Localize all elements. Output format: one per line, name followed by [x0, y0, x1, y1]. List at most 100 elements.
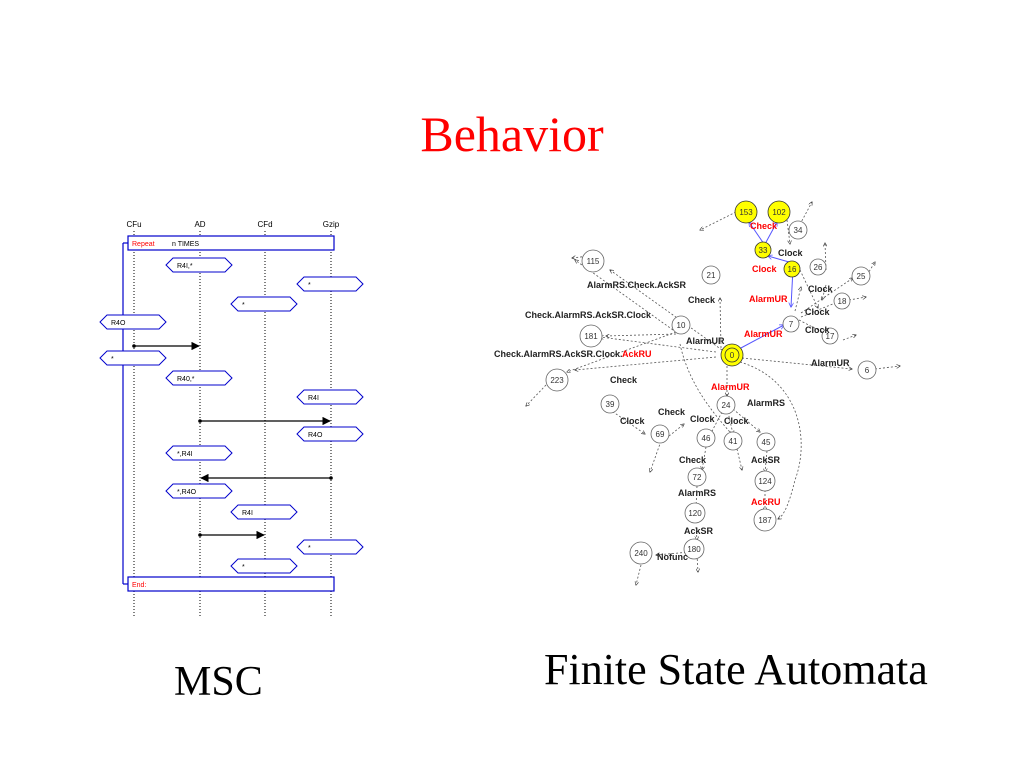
fsa-edge-label: Check [679, 455, 707, 465]
msc-condition [296, 276, 364, 292]
fsa-node-16 [783, 260, 801, 278]
msc-message-start [198, 533, 202, 537]
msc-condition [165, 370, 233, 386]
msc-instance-cfd: CFd [257, 220, 272, 229]
fsa-node-label: 223 [550, 376, 564, 385]
fsa-edge-label-red: AckRU [751, 497, 781, 507]
fsa-node-label: 41 [729, 437, 738, 446]
fsa-edge-label: Check [688, 295, 716, 305]
fsa-edge-label: Clock [620, 416, 646, 426]
msc-condition-label: *,R4I [177, 451, 193, 458]
fsa-caption: Finite State Automata [544, 645, 928, 694]
fsa-edges [526, 202, 900, 585]
fsa-node-46 [696, 428, 716, 448]
msc-message-start [329, 476, 333, 480]
fsa-node-label: 102 [772, 208, 786, 217]
fsa-node-label: 120 [688, 509, 702, 518]
fsa-edge-label: AlarmRS [747, 398, 785, 408]
fsa-node-34 [788, 220, 808, 240]
fsa-node-label: 240 [634, 549, 648, 558]
fsa-node-label: 72 [693, 473, 702, 482]
msc-message-start [198, 419, 202, 423]
fsa-node-0 [720, 343, 744, 367]
fsa-node-label: 45 [762, 438, 771, 447]
msc-instance-cfu: CFu [126, 220, 141, 229]
fsa-node-39 [600, 394, 620, 414]
msc-condition-label: *,R4O [177, 489, 197, 496]
fsa-node-6 [857, 360, 877, 380]
fsa-node-24 [716, 395, 736, 415]
fsa-node-25 [851, 266, 871, 286]
msc-message-start [132, 344, 136, 348]
fsa-edge-label-red: Clock [752, 264, 778, 274]
fsa-edge-label-red: AlarmUR [749, 294, 788, 304]
fsa-node-label: 16 [788, 265, 797, 274]
fsa-edge-label: Clock [724, 416, 750, 426]
fsa-node-label: 153 [739, 208, 753, 217]
fsa-node-124 [754, 470, 776, 492]
fsa-edge-label-red: Check [750, 221, 778, 231]
fsa-node-label: 180 [687, 545, 701, 554]
fsa-edge-label: Check [610, 375, 638, 385]
fsa-node-label: 24 [722, 401, 731, 410]
fsa-node-72 [687, 467, 707, 487]
fsa-node-label: 18 [838, 297, 847, 306]
fsa-node-223 [545, 368, 569, 392]
msc-condition [165, 257, 233, 273]
fsa-edge-label: AlarmRS.Check.AckSR [587, 280, 687, 290]
msc-end-keyword: End: [132, 582, 146, 589]
fsa-node-41 [723, 431, 743, 451]
fsa-node-17 [821, 327, 839, 345]
msc-condition [165, 483, 233, 499]
fsa-edge-label-red: AlarmUR [744, 329, 783, 339]
fsa-node-0-inner [724, 347, 740, 363]
fsa-node-187 [753, 508, 777, 532]
msc-condition [230, 558, 298, 574]
msc-condition-label: R4O [111, 320, 126, 327]
msc-caption: MSC [174, 659, 263, 705]
fsa-node-21 [701, 265, 721, 285]
msc-diagram: CFu AD CFd Gzip Repeat n TIMES End: [99, 220, 364, 618]
msc-condition [230, 504, 298, 520]
fsa-node-45 [756, 432, 776, 452]
msc-repeat-condition: n TIMES [172, 241, 199, 248]
fsa-edge-label: Clock [805, 325, 831, 335]
fsa-node-label: 39 [606, 400, 615, 409]
msc-condition-label: * [308, 282, 311, 289]
msc-condition-label: R4I,* [177, 263, 193, 270]
fsa-node-102 [767, 200, 791, 224]
msc-instance-gzip: Gzip [323, 220, 340, 229]
fsa-node-label: 124 [758, 477, 772, 486]
fsa-node-label: 0 [730, 351, 735, 360]
msc-condition-label: * [242, 302, 245, 309]
msc-condition-label: * [111, 356, 114, 363]
slide-title: Behavior [420, 106, 604, 162]
fsa-edge-label-red: AckRU [622, 349, 652, 359]
msc-condition [99, 314, 167, 330]
fsa-node-18 [833, 292, 851, 310]
fsa-edge-label: AlarmUR [686, 336, 725, 346]
fsa-node-153 [734, 200, 758, 224]
msc-condition [165, 445, 233, 461]
fsa-edge-label: Check.AlarmRS.AckSR.Clock [525, 310, 652, 320]
msc-repeat-frame [122, 235, 335, 592]
fsa-edge-label: AckSR [751, 455, 781, 465]
fsa-node-label: 46 [702, 434, 711, 443]
fsa-node-7 [782, 315, 800, 333]
msc-condition-label: R4I [308, 395, 319, 402]
fsa-node-label: 33 [759, 246, 768, 255]
fsa-edge-label: Clock [690, 414, 716, 424]
fsa-node-label: 7 [789, 320, 794, 329]
fsa-node-10 [671, 315, 691, 335]
fsa-node-label: 181 [584, 332, 598, 341]
msc-condition [99, 350, 167, 366]
fsa-node-label: 6 [865, 366, 870, 375]
msc-condition [296, 426, 364, 442]
fsa-node-label: 69 [656, 430, 665, 439]
fsa-node-181 [579, 324, 603, 348]
fsa-edge-label: AckSR [684, 526, 714, 536]
fsa-node-69 [650, 424, 670, 444]
fsa-edge-label: Clock [808, 284, 834, 294]
fsa-node-label: 21 [707, 271, 716, 280]
fsa-edge-label: Check [658, 407, 686, 417]
